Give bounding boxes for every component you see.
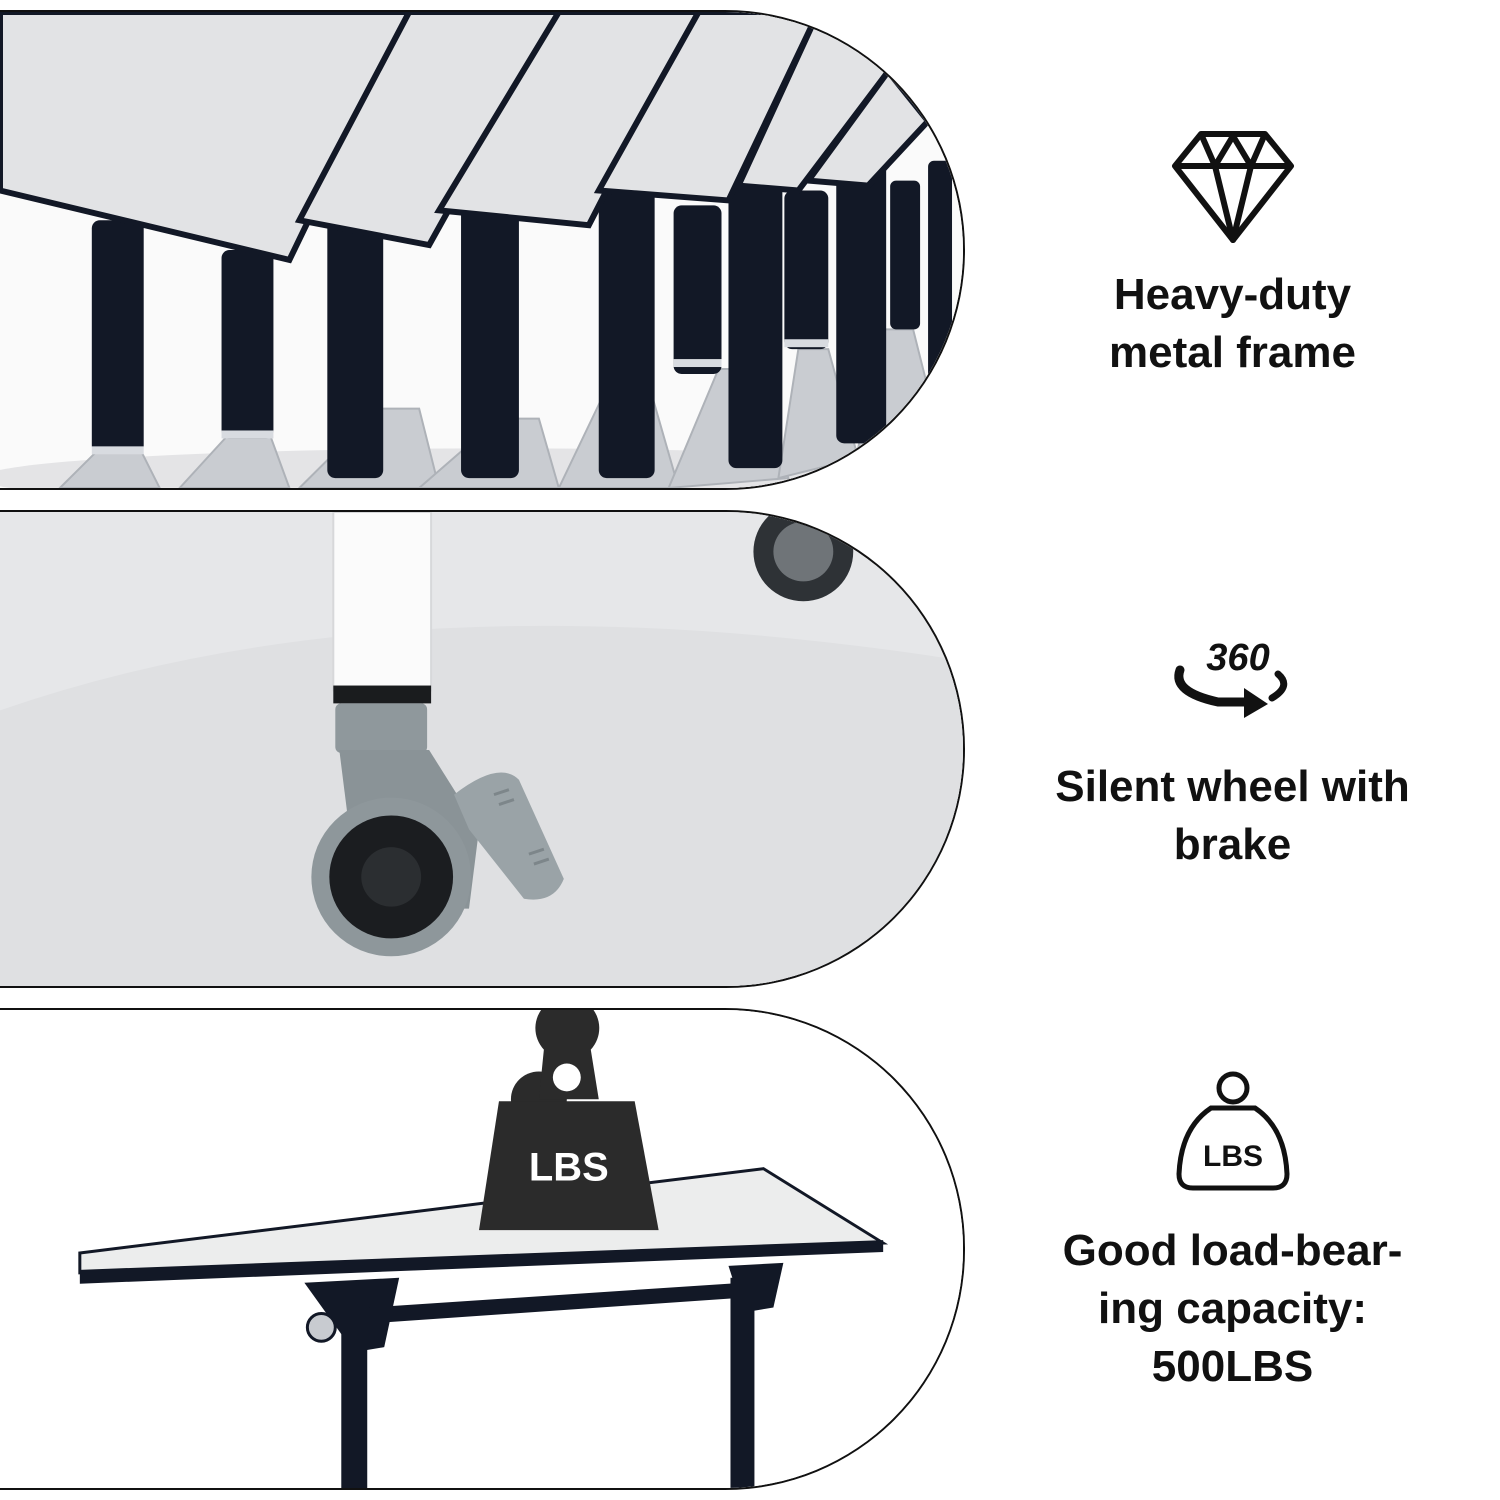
table-with-weight-photo: LBS: [0, 1008, 965, 1490]
stacked-tables-photo: [0, 10, 965, 490]
rotate-360-icon: 360: [1173, 637, 1287, 718]
feature-caption: Heavy-duty metal frame: [1108, 270, 1356, 377]
weight-icon: LBS: [1175, 1071, 1290, 1191]
rotate-360-label: 360: [1206, 637, 1269, 679]
feature-metal-frame: Heavy-duty metal frame: [980, 130, 1485, 382]
diamond-icon: [1171, 131, 1294, 243]
feature-caption: Good load-bear- ing capacity: 500LBS: [1062, 1226, 1403, 1391]
stacked-tables-illustration: [0, 12, 963, 488]
feature-caption: Silent wheel with brake: [1055, 762, 1410, 869]
weight-label: LBS: [529, 1146, 609, 1190]
feature-load-bearing: LBS Good load-bear- ing capacity: 500LBS: [980, 1068, 1485, 1396]
weight-icon-label: LBS: [1203, 1140, 1263, 1173]
caster-wheel-illustration: [0, 512, 963, 986]
weight-graphic: LBS: [479, 1010, 659, 1231]
caster-wheel-photo: [0, 510, 965, 988]
feature-silent-wheel: 360 Silent wheel with brake: [980, 630, 1485, 874]
table-weight-illustration: LBS: [0, 1010, 963, 1488]
